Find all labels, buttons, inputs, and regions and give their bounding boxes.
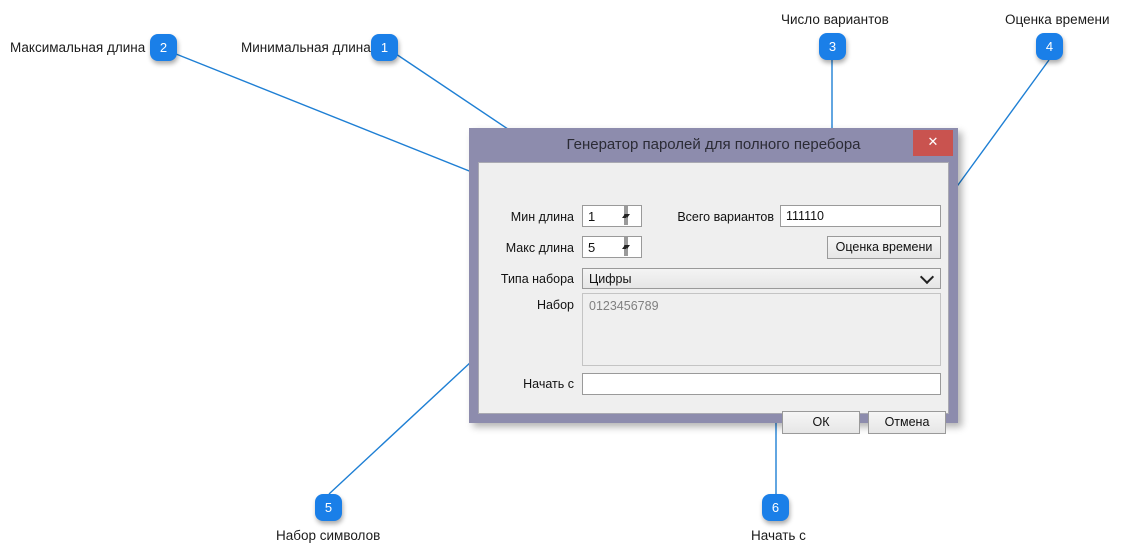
set-type-select[interactable]: Цифры [582,268,941,289]
callout-badge-5[interactable]: 5 [315,494,342,521]
max-length-spin-buttons[interactable] [624,238,640,257]
set-type-value: Цифры [589,270,631,289]
close-icon[interactable]: ✕ [913,130,953,156]
charset-label: Набор [489,298,574,312]
total-variants-label: Всего вариантов [664,210,774,224]
callout-badge-3[interactable]: 3 [819,33,846,60]
min-length-stepper[interactable]: 1 [582,205,642,227]
callout-label-4: Оценка времени [1005,12,1109,27]
max-length-value: 5 [588,239,595,256]
dialog-title: Генератор паролей для полного перебора [469,128,958,162]
cancel-button[interactable]: Отмена [868,411,946,434]
spin-down-icon[interactable] [626,206,628,225]
password-generator-dialog: Генератор паролей для полного перебора ✕… [469,128,958,423]
callout-label-3: Число вариантов [781,12,889,27]
callout-badge-2[interactable]: 2 [150,34,177,61]
callout-badge-4[interactable]: 4 [1036,33,1063,60]
estimate-time-button[interactable]: Оценка времени [827,236,941,259]
set-type-label: Типа набора [489,272,574,286]
min-length-label: Мин длина [489,210,574,224]
max-length-stepper[interactable]: 5 [582,236,642,258]
callout-label-2: Максимальная длина [10,40,145,55]
chevron-down-icon[interactable] [920,269,934,283]
callout-label-5: Набор символов [276,528,380,543]
callout-label-1: Минимальная длина [241,40,371,55]
dialog-titlebar[interactable]: Генератор паролей для полного перебора ✕ [469,128,958,162]
start-from-input[interactable] [582,373,941,395]
min-length-spin-buttons[interactable] [624,207,640,226]
min-length-value: 1 [588,208,595,225]
dialog-content: Мин длина 1 Макс длина 5 Типа набора Циф… [478,162,949,414]
spin-down-icon[interactable] [626,237,628,256]
callout-badge-1[interactable]: 1 [371,34,398,61]
callout-label-6: Начать с [751,528,806,543]
callout-badge-6[interactable]: 6 [762,494,789,521]
charset-textarea[interactable]: 0123456789 [582,293,941,366]
max-length-label: Макс длина [489,241,574,255]
total-variants-input[interactable]: 111110 [780,205,941,227]
start-from-label: Начать с [489,377,574,391]
ok-button[interactable]: ОК [782,411,860,434]
